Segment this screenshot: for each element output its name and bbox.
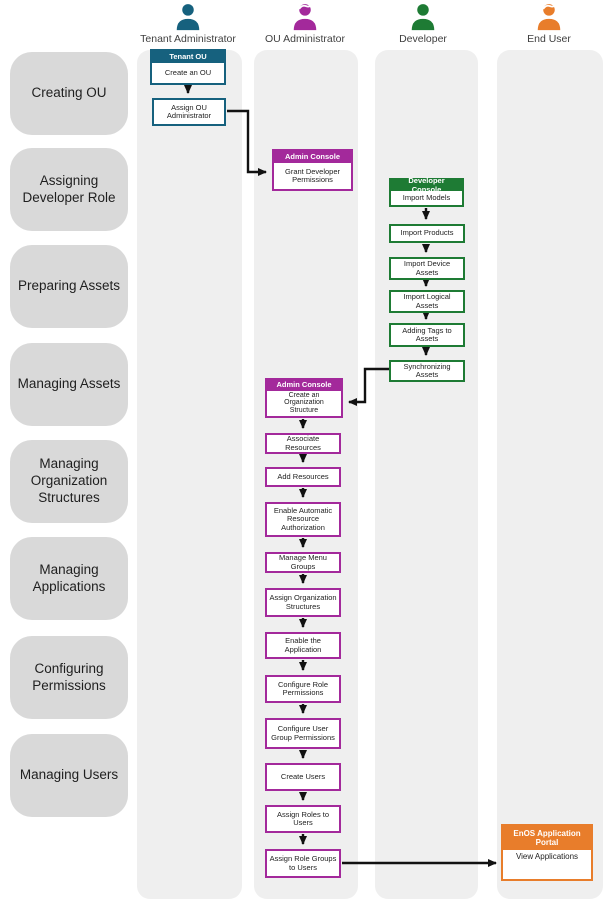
node-group-developer-console: Developer Console Import Models [389, 176, 464, 207]
node-view-applications: View Applications [503, 850, 591, 879]
node-assign-roles-to-users: Assign Roles to Users [265, 805, 341, 833]
stage-managing-users: Managing Users [10, 734, 128, 817]
group-header: Tenant OU [152, 51, 224, 63]
node-create-an-ou: Create an OU [152, 63, 224, 83]
stage-preparing-assets: Preparing Assets [10, 245, 128, 328]
role-label: End User [527, 33, 571, 45]
node-assign-ou-administrator: Assign OU Administrator [152, 98, 226, 126]
node-grant-developer-permissions: Grant Developer Permissions [274, 163, 351, 189]
group-header: Admin Console [267, 380, 341, 391]
node-configure-role-permissions: Configure Role Permissions [265, 675, 341, 703]
stage-managing-assets: Managing Assets [10, 343, 128, 426]
person-icon [408, 2, 438, 32]
person-icon [173, 2, 203, 32]
role-developer: Developer [373, 2, 473, 45]
node-create-users: Create Users [265, 763, 341, 791]
node-enable-the-application: Enable the Application [265, 632, 341, 659]
node-import-models: Import Models [391, 191, 462, 205]
lane-tenant-administrator [137, 50, 242, 899]
node-group-admin-console-grant: Admin Console Grant Developer Permission… [272, 149, 353, 191]
role-ou-administrator: OU Administrator [255, 2, 355, 45]
node-adding-tags-to-assets: Adding Tags to Assets [389, 323, 465, 347]
node-create-organization-structure: Create an Organization Structure [267, 390, 341, 417]
node-import-logical-assets: Import Logical Assets [389, 290, 465, 313]
node-associate-resources: Associate Resources [265, 433, 341, 454]
stage-creating-ou: Creating OU [10, 52, 128, 135]
role-label: Developer [399, 33, 447, 45]
node-import-device-assets: Import Device Assets [389, 257, 465, 280]
group-header: Developer Console [391, 176, 462, 193]
node-enable-automatic-resource-authorization: Enable Automatic Resource Authorization [265, 502, 341, 537]
role-label: OU Administrator [265, 33, 345, 45]
node-manage-menu-groups: Manage Menu Groups [265, 552, 341, 573]
group-header: Admin Console [274, 151, 351, 163]
role-tenant-administrator: Tenant Administrator [140, 2, 236, 45]
stage-managing-applications: Managing Applications [10, 537, 128, 620]
node-assign-role-groups-to-users: Assign Role Groups to Users [265, 849, 341, 878]
node-group-enos-application-portal: EnOS Application Portal View Application… [501, 824, 593, 881]
person-icon [534, 2, 564, 32]
node-assign-organization-structures: Assign Organization Structures [265, 588, 341, 617]
stage-configuring-permissions: Configuring Permissions [10, 636, 128, 719]
group-header: EnOS Application Portal [503, 826, 591, 850]
role-end-user: End User [499, 2, 599, 45]
node-import-products: Import Products [389, 224, 465, 243]
stage-assigning-developer-role: Assigning Developer Role [10, 148, 128, 231]
lane-end-user [497, 50, 603, 899]
stage-managing-organization-structures: Managing Organization Structures [10, 440, 128, 523]
node-add-resources: Add Resources [265, 467, 341, 487]
role-label: Tenant Administrator [140, 33, 236, 45]
node-configure-user-group-permissions: Configure User Group Permissions [265, 718, 341, 749]
node-group-tenant-ou: Tenant OU Create an OU [150, 49, 226, 85]
person-icon [290, 2, 320, 32]
node-group-admin-console-org: Admin Console Create an Organization Str… [265, 378, 343, 418]
node-synchronizing-assets: Synchronizing Assets [389, 360, 465, 382]
